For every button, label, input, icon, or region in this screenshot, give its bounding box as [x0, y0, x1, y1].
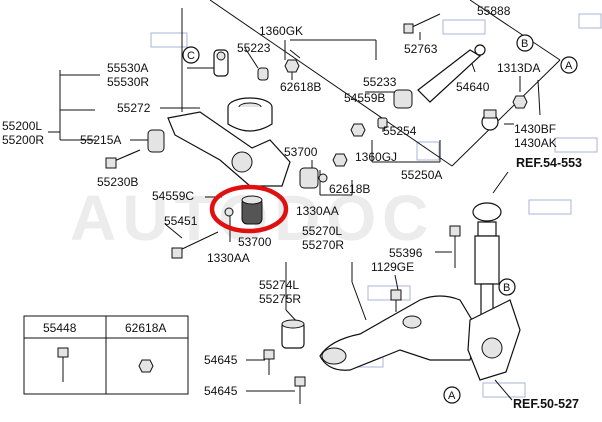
bolt-icon [57, 347, 69, 358]
label-54645-b: 54645 [204, 384, 238, 398]
label-1330aa-bottom: 1330AA [207, 251, 250, 265]
label-55396: 55396 [389, 246, 423, 260]
label-1129ge: 1129GE [371, 260, 414, 274]
label-53700-bottom: 53700 [238, 235, 272, 249]
label-1360gj: 1360GJ [355, 150, 397, 164]
reference-circles: C A B B A [182, 34, 578, 404]
label-55275r: 55275R [259, 292, 301, 306]
circle-b-bottom [498, 278, 516, 296]
label-55270l: 55270L [302, 224, 342, 238]
label-62618b-top: 62618B [280, 80, 321, 94]
svg-text:B: B [503, 282, 510, 294]
label-55200r: 55200R [2, 133, 44, 147]
label-55274l: 55274L [259, 278, 299, 292]
label-55270r: 55270R [302, 238, 344, 252]
circle-a-bottom [443, 386, 461, 404]
label-62618b-mid: 62618B [329, 182, 370, 196]
highlight-ring [209, 184, 289, 234]
label-55215a: 55215A [80, 133, 121, 147]
table-header-62618a: 62618A [125, 321, 166, 335]
circle-b-top [516, 34, 534, 52]
label-54559b: 54559B [344, 91, 385, 105]
table-header-55448: 55448 [43, 321, 77, 335]
label-53700-top: 53700 [284, 145, 318, 159]
label-54640: 54640 [456, 80, 490, 94]
parts-table: 55448 62618A [23, 315, 189, 395]
parts [105, 13, 541, 404]
label-55888: 55888 [477, 4, 511, 18]
label-1430ak: 1430AK [514, 136, 557, 150]
label-1430bf: 1430BF [514, 122, 556, 136]
label-ref-54-553: REF.54-553 [516, 156, 582, 170]
label-54559c: 54559C [152, 189, 194, 203]
label-55272: 55272 [117, 101, 151, 115]
svg-text:B: B [521, 38, 528, 50]
label-52763: 52763 [404, 42, 438, 56]
label-1360gk: 1360GK [259, 24, 303, 38]
trailing-link-part [417, 49, 481, 103]
label-55530r: 55530R [107, 75, 149, 89]
part-labels: 55888 1360GK 55223 52763 55530A 55530R 6… [2, 4, 582, 411]
circle-a-top [560, 56, 578, 74]
bushing-55215a [147, 129, 165, 153]
frame-lines [181, 0, 561, 167]
leader-lines [48, 32, 521, 401]
label-ref-50-527: REF.50-527 [513, 397, 579, 411]
lower-control-arm-part [319, 295, 479, 371]
label-1313da: 1313DA [497, 61, 540, 75]
svg-text:A: A [565, 60, 573, 72]
label-55451: 55451 [164, 214, 198, 228]
label-55200l: 55200L [2, 119, 42, 133]
label-55223: 55223 [237, 41, 271, 55]
label-55230b: 55230B [97, 175, 138, 189]
svg-text:C: C [187, 50, 195, 62]
label-55530a: 55530A [107, 61, 148, 75]
shock-body-part [474, 235, 500, 285]
label-54645-a: 54645 [204, 353, 238, 367]
label-55254: 55254 [383, 124, 417, 138]
label-1330aa-mid: 1330AA [296, 204, 339, 218]
nut-icon [138, 359, 154, 373]
svg-text:A: A [448, 390, 456, 402]
shock-mount-part [472, 202, 502, 222]
upper-arm-part [167, 111, 291, 187]
circle-c [182, 46, 200, 64]
label-55233: 55233 [363, 75, 397, 89]
label-55250a: 55250A [401, 168, 442, 182]
